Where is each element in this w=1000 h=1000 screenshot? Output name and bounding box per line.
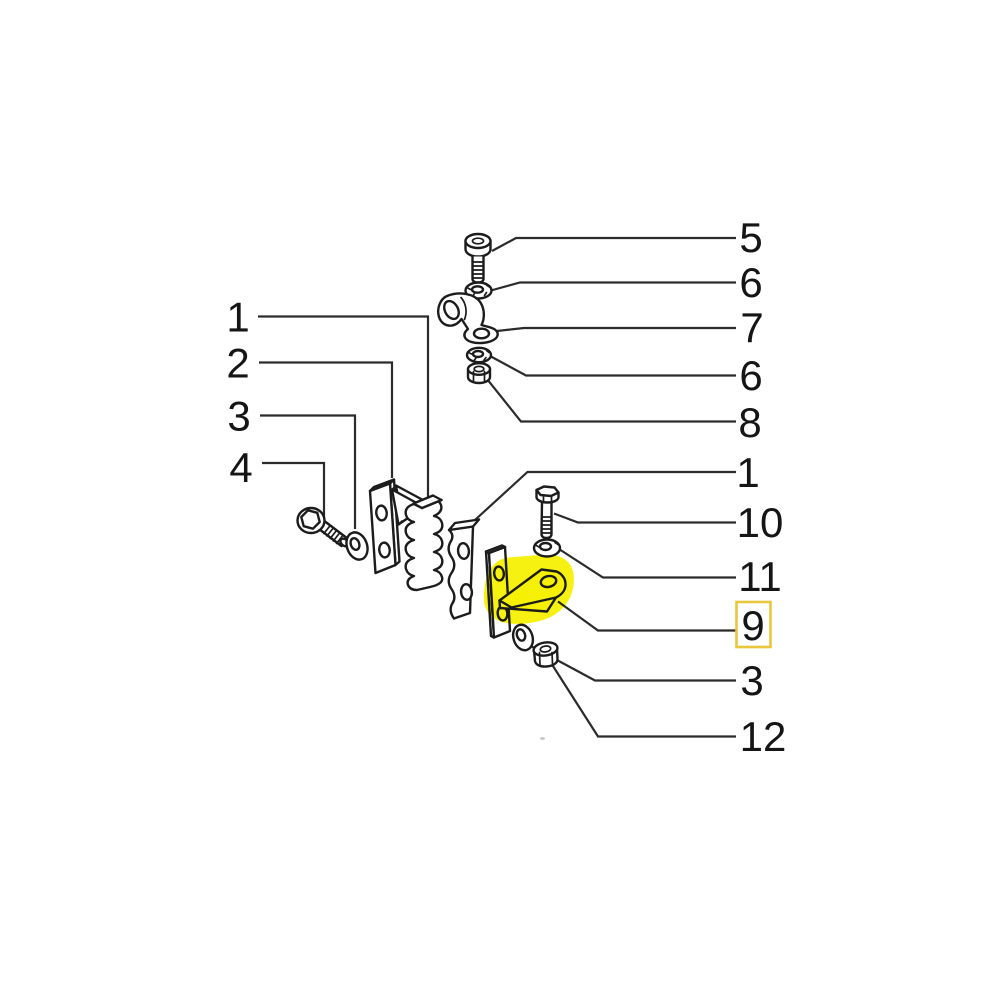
callout-label-5[interactable]: 5 [739,214,762,261]
leader-line-12 [547,658,736,738]
callout-label-1-right[interactable]: 1 [736,449,759,496]
leader-line-4 [262,461,326,517]
callout-label-4[interactable]: 4 [229,444,252,491]
leader-line-2 [259,361,394,478]
print-speck [539,737,546,740]
leader-lines [258,236,736,738]
part-drawing-clamp-7 [437,292,499,345]
leader-line-8 [486,378,736,423]
leader-line-11 [559,549,736,579]
part-drawing-nut-8 [466,362,492,385]
leader-line-1-left [258,315,430,503]
callout-label-9-selected[interactable]: 9 [741,602,764,649]
part-drawing-bolt-5 [464,232,492,284]
callout-label-2[interactable]: 2 [226,340,249,387]
part-drawing-plate-2 [368,478,401,575]
leader-line-3-left [260,414,357,529]
callout-labels: 1 2 3 4 5 6 7 6 8 1 10 11 9 3 12 [226,214,786,760]
callout-label-7[interactable]: 7 [740,304,763,351]
leader-line-5 [491,236,736,252]
callout-label-1-left[interactable]: 1 [226,294,249,341]
part-drawing-nut-12 [532,641,559,668]
callout-label-12[interactable]: 12 [740,713,787,760]
callout-label-8[interactable]: 8 [738,399,761,446]
part-drawing-tab-9-selected[interactable] [498,568,567,613]
selected-callout-box [735,600,772,649]
callout-label-6-lower[interactable]: 6 [739,352,762,399]
callout-label-3-left[interactable]: 3 [227,393,250,440]
leader-line-7 [496,326,736,333]
part-drawing-washer-6-lower [465,346,493,364]
leader-line-3-right [529,644,736,682]
part-drawing-serrated-block-1 [404,494,444,592]
leader-line-10 [553,512,736,524]
part-drawing-wavy-jaw-1 [447,518,481,620]
leader-line-6-lower [489,355,736,377]
callout-label-6-upper[interactable]: 6 [739,259,762,306]
part-drawing-bolt-4 [296,506,350,548]
callout-label-11[interactable]: 11 [738,553,782,600]
callout-label-10[interactable]: 10 [737,499,784,546]
part-drawing-washer-11 [532,538,562,558]
leader-line-1-right [469,470,736,526]
part-drawing-washer-3-right [511,623,535,652]
part-drawing-washer-3-left [345,531,369,561]
leader-line-6-upper [488,281,736,293]
callout-label-3-right[interactable]: 3 [740,657,763,704]
part-drawing-bolt-10 [535,485,560,540]
leader-line-9 [557,600,736,632]
